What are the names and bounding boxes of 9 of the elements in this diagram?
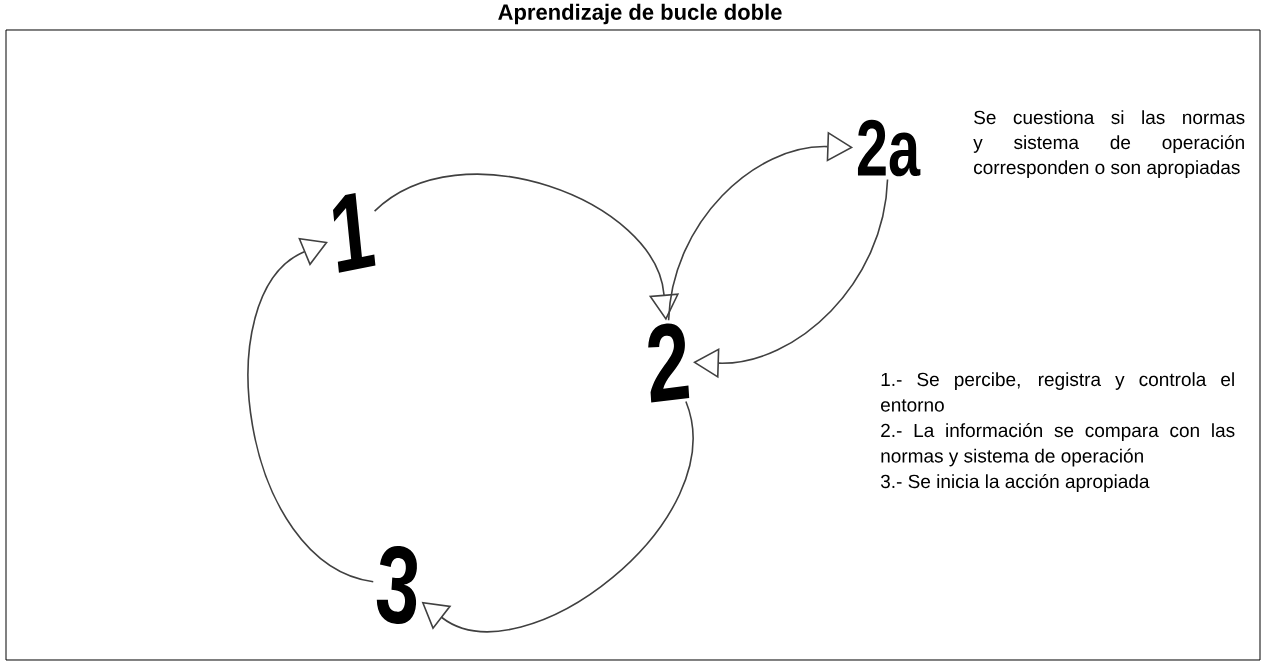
step-number: 2	[648, 323, 690, 403]
note: Se cuestiona si las normas y sistema de operación corresponden o son apropiadas	[973, 110, 1245, 178]
step-number: 2a	[857, 119, 921, 177]
numbered-notes: 1.- Se percibe, registra y controla el entorno 2.- La información se compara con las normas y sistema de operación 3.- Se inicia la acción apropiada	[880, 372, 1235, 492]
curved-arrow	[247, 237, 375, 583]
step-number: 3	[376, 545, 417, 625]
title: Aprendizaje de bucle doble	[498, 3, 782, 25]
curved-arrow	[693, 178, 889, 379]
step-number: 1	[333, 193, 376, 273]
